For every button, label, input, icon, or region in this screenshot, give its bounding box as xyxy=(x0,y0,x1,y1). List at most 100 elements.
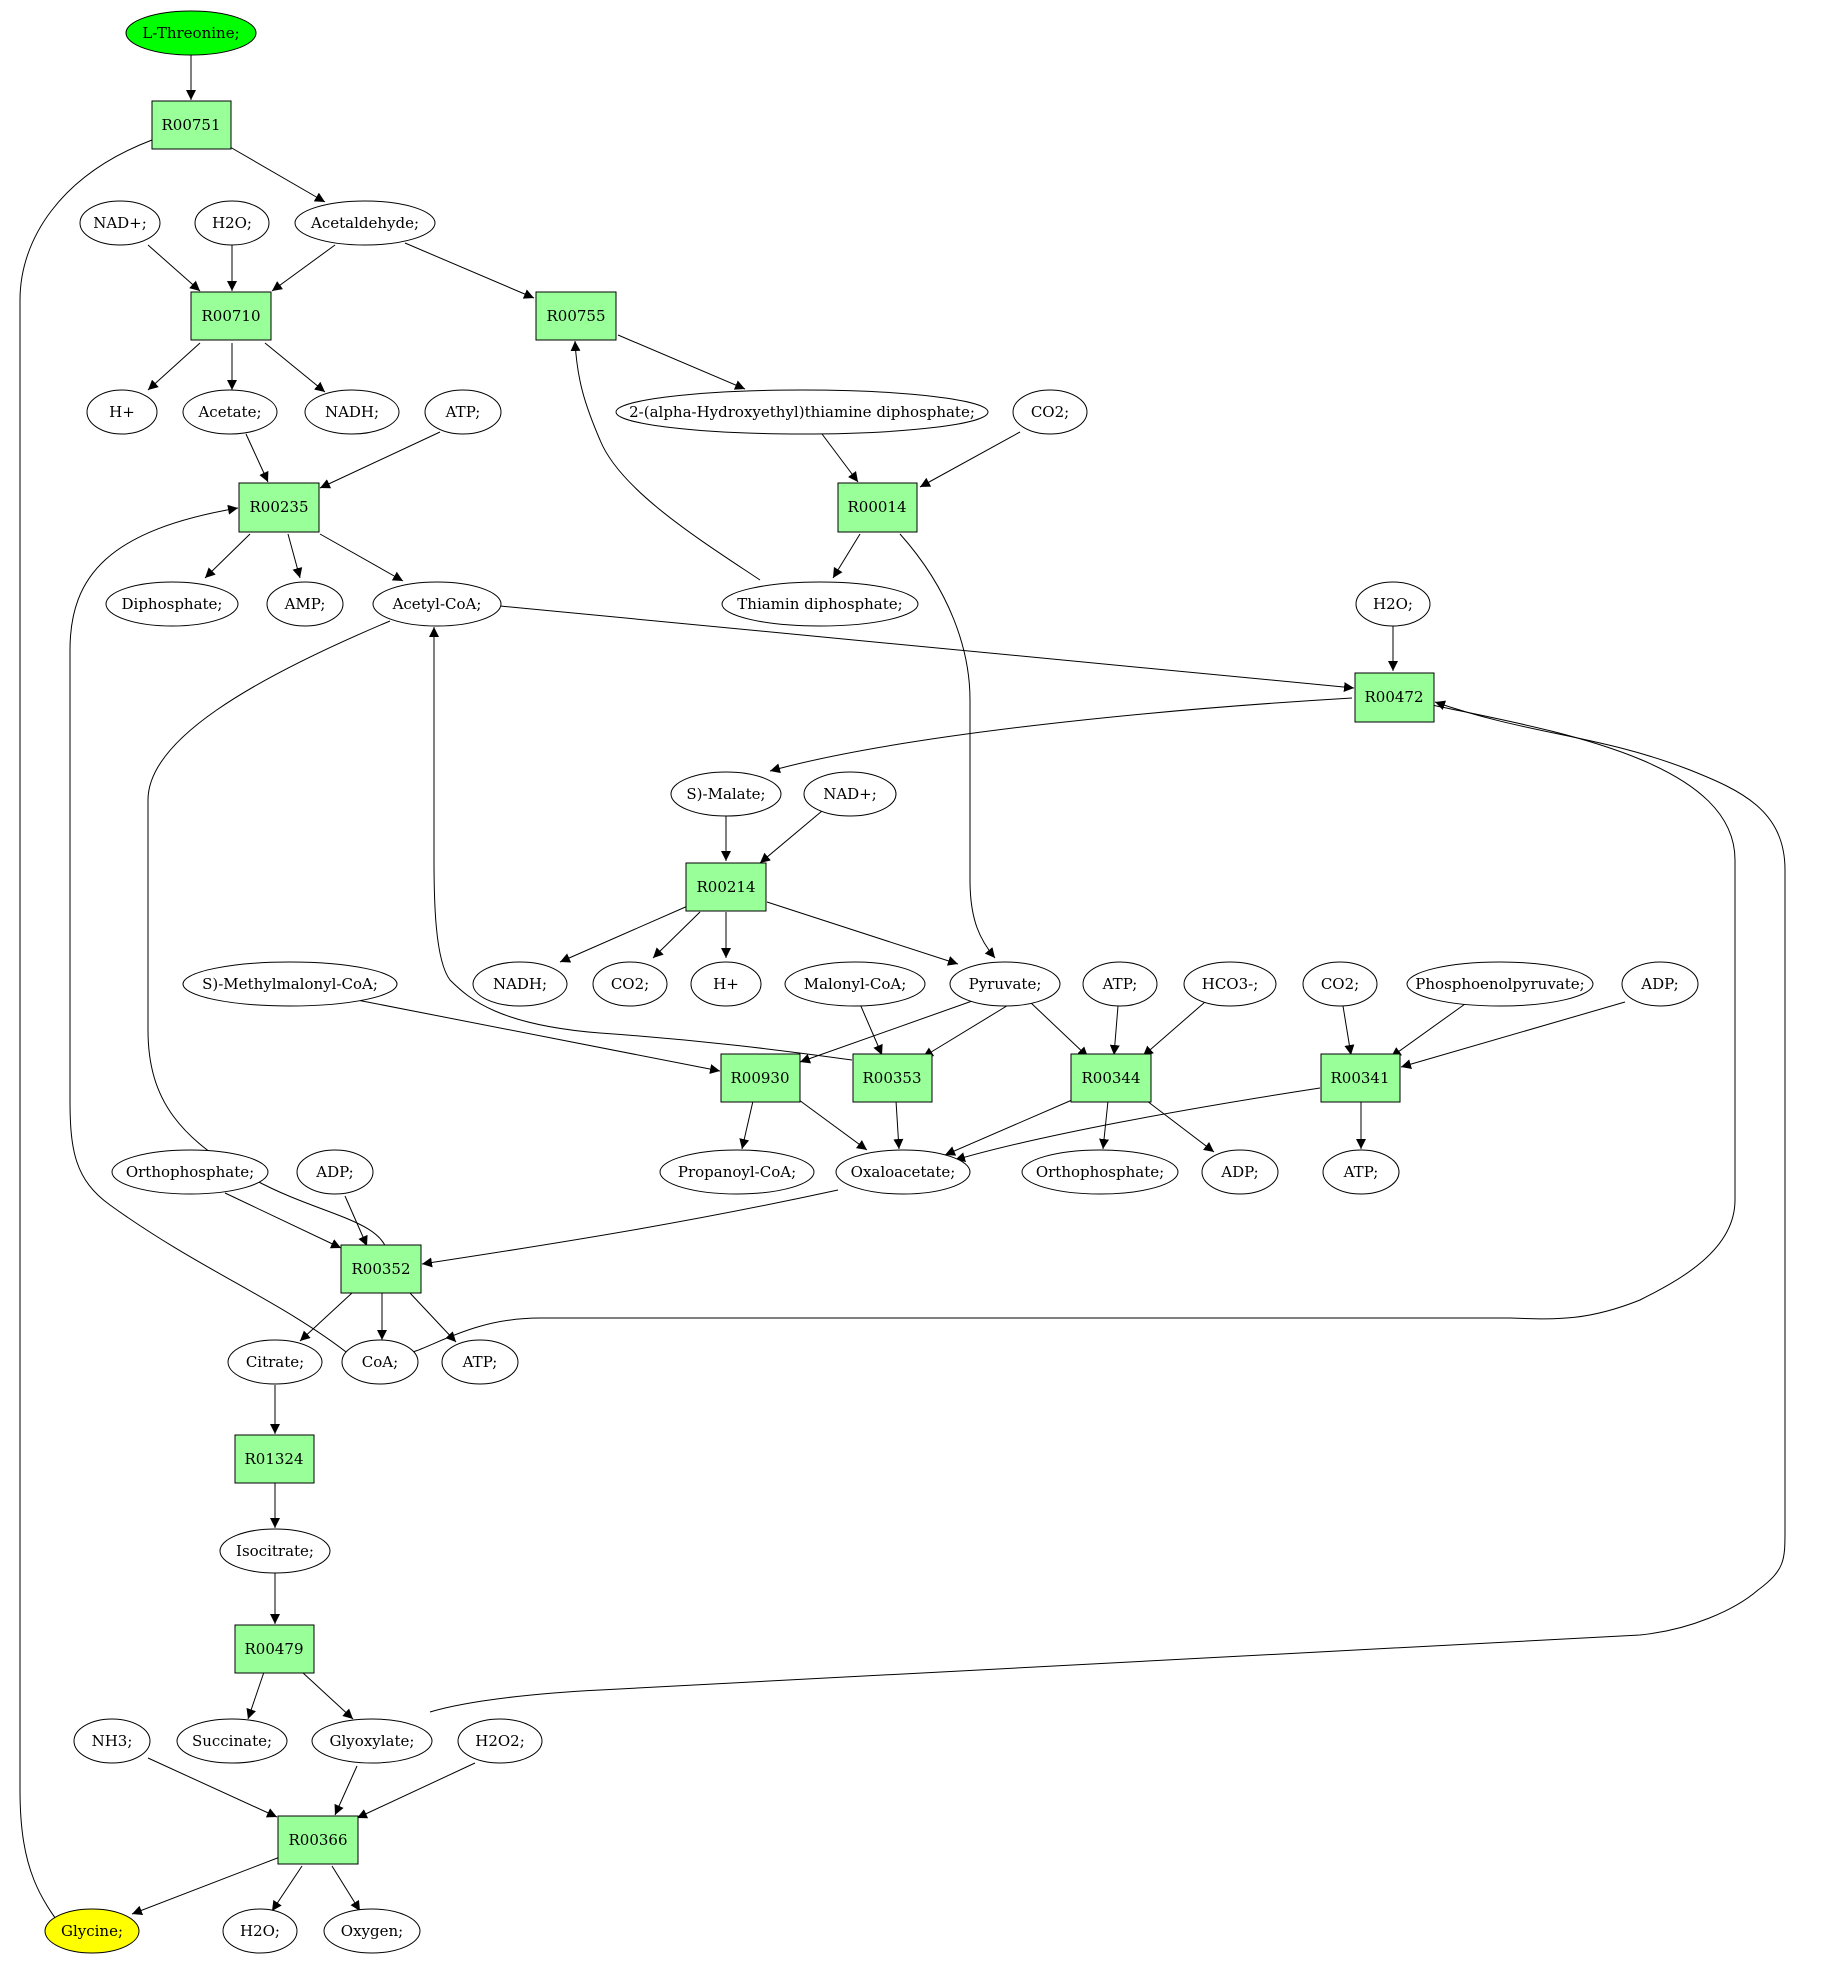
compound-ellipse xyxy=(219,1528,331,1574)
compound-node[interactable]: NADH; xyxy=(304,389,400,435)
edge-R00930-propcoa xyxy=(739,1100,754,1150)
compound-node[interactable]: ATP; xyxy=(1082,961,1158,1007)
compound-node[interactable]: Acetaldehyde; xyxy=(294,200,436,246)
compound-node[interactable]: ATP; xyxy=(1322,1149,1400,1195)
edge-accoa-R00472 xyxy=(499,605,1355,693)
compound-node[interactable]: Oxaloacetate; xyxy=(835,1149,971,1195)
edge-R00353-oaa xyxy=(893,1100,904,1150)
compound-ellipse xyxy=(803,771,897,817)
reaction-node-R00751[interactable]: R00751 xyxy=(151,100,232,150)
compound-label: Phosphoenolpyruvate; xyxy=(1415,975,1584,993)
compound-node[interactable]: ADP; xyxy=(1621,961,1699,1007)
edge-R00214-co2b xyxy=(652,911,701,959)
edge-R00710-hplus1 xyxy=(147,342,201,391)
reaction-node-R00014[interactable]: R00014 xyxy=(837,482,918,533)
compound-node[interactable]: Acetate; xyxy=(182,389,278,435)
compound-node[interactable]: CO2; xyxy=(592,961,668,1007)
compound-node[interactable]: Pyruvate; xyxy=(949,961,1061,1007)
compound-node[interactable]: S)-Malate; xyxy=(670,771,782,817)
reaction-box xyxy=(852,1053,933,1103)
edges xyxy=(19,55,1786,1941)
compound-node[interactable]: CO2; xyxy=(1012,389,1088,435)
compound-node[interactable]: Orthophosphate; xyxy=(111,1149,269,1195)
reaction-node-R00710[interactable]: R00710 xyxy=(190,291,272,341)
compound-node[interactable]: NAD+; xyxy=(79,200,161,246)
reaction-node-R00352[interactable]: R00352 xyxy=(340,1244,422,1294)
compound-node[interactable]: NAD+; xyxy=(803,771,897,817)
compound-node[interactable]: H2O; xyxy=(1355,581,1431,627)
reaction-node-R00214[interactable]: R00214 xyxy=(685,862,767,912)
compound-ellipse xyxy=(1355,581,1431,627)
reaction-node-R00472[interactable]: R00472 xyxy=(1354,672,1435,723)
compound-node[interactable]: NH3; xyxy=(73,1718,151,1764)
compound-label: CO2; xyxy=(1031,403,1069,421)
compound-node[interactable]: H2O; xyxy=(194,200,270,246)
compound-label: ATP; xyxy=(1343,1163,1379,1181)
compound-node[interactable]: ADP; xyxy=(296,1149,374,1195)
compound-node[interactable]: 2-(alpha-Hydroxyethyl)thiamine diphospha… xyxy=(615,389,989,435)
compound-node[interactable]: ADP; xyxy=(1201,1149,1279,1195)
compound-node[interactable]: H2O2; xyxy=(457,1718,543,1764)
compound-node[interactable]: Oxygen; xyxy=(323,1908,421,1954)
compound-node[interactable]: Propanoyl-CoA; xyxy=(659,1149,815,1195)
reaction-node-R00341[interactable]: R00341 xyxy=(1320,1053,1401,1103)
edge-acald-R00710 xyxy=(271,244,336,292)
reaction-nodes: R00751 R00710 R00755 R00235 R00014 R0047… xyxy=(151,100,1435,1865)
start-compound-node[interactable]: L-Threonine; xyxy=(125,10,257,56)
compound-label: S)-Malate; xyxy=(686,785,765,803)
compound-node[interactable]: HCO3-; xyxy=(1183,961,1277,1007)
compound-ellipse xyxy=(659,1149,815,1195)
reaction-label: R00214 xyxy=(696,878,755,896)
reaction-node-R00353[interactable]: R00353 xyxy=(852,1053,933,1103)
edge-R00341-oaa xyxy=(954,1087,1321,1162)
compound-node[interactable]: Malonyl-CoA; xyxy=(784,961,926,1007)
compound-node[interactable]: NADH; xyxy=(472,961,568,1007)
compound-node[interactable]: Phosphoenolpyruvate; xyxy=(1406,961,1594,1007)
compound-ellipse xyxy=(79,200,161,246)
reaction-node-R00366[interactable]: R00366 xyxy=(277,1815,359,1865)
compound-node[interactable]: Orthophosphate; xyxy=(1021,1149,1179,1195)
compound-node[interactable]: H2O; xyxy=(222,1908,298,1954)
edge-R00344-oaa xyxy=(944,1099,1073,1156)
reaction-label: R00472 xyxy=(1364,688,1423,706)
reaction-node-R00344[interactable]: R00344 xyxy=(1070,1053,1152,1103)
compound-node[interactable]: S)-Methylmalonyl-CoA; xyxy=(182,961,398,1007)
compound-node[interactable]: H+ xyxy=(690,961,762,1007)
compound-node[interactable]: CO2; xyxy=(1302,961,1378,1007)
compound-node[interactable]: Diphosphate; xyxy=(105,581,239,627)
edge-R00235-amp xyxy=(287,533,303,579)
edge-pyr-R00353 xyxy=(922,1003,1011,1058)
edge-hco3-R00344 xyxy=(1142,1001,1206,1057)
compound-node[interactable]: Thiamin diphosphate; xyxy=(721,581,919,627)
reaction-node-R00479[interactable]: R00479 xyxy=(234,1624,315,1674)
compound-node[interactable]: CoA; xyxy=(341,1339,419,1385)
compound-node[interactable]: H+ xyxy=(86,389,158,435)
edge-pi2-R00352 xyxy=(224,1192,342,1249)
compound-ellipse xyxy=(372,581,502,627)
compound-ellipse xyxy=(1201,1149,1279,1195)
reaction-node-R00755[interactable]: R00755 xyxy=(535,291,617,341)
end-compound-node[interactable]: Glycine; xyxy=(44,1908,140,1954)
compound-node[interactable]: Glyoxylate; xyxy=(311,1718,433,1764)
reaction-node-R00235[interactable]: R00235 xyxy=(238,482,320,533)
compound-node[interactable]: Isocitrate; xyxy=(219,1528,331,1574)
reaction-node-R00930[interactable]: R00930 xyxy=(720,1053,801,1103)
compound-node[interactable]: Citrate; xyxy=(227,1339,323,1385)
end-compound-ellipse xyxy=(44,1908,140,1954)
compound-node[interactable]: AMP; xyxy=(266,581,344,627)
reaction-node-R01324[interactable]: R01324 xyxy=(234,1434,315,1484)
compound-node[interactable]: ATP; xyxy=(441,1339,519,1385)
edge-oaa-R00352 xyxy=(421,1189,839,1268)
compound-ellipse xyxy=(457,1718,543,1764)
reaction-box xyxy=(535,291,617,341)
compound-node[interactable]: Succinate; xyxy=(176,1718,288,1764)
compound-node[interactable]: Acetyl-CoA; xyxy=(372,581,502,627)
edge-co2a-R00014 xyxy=(919,431,1021,488)
compound-label: Orthophosphate; xyxy=(126,1163,254,1181)
compound-label: NAD+; xyxy=(823,785,877,803)
compound-node[interactable]: ATP; xyxy=(424,389,502,435)
reaction-label: R00341 xyxy=(1330,1069,1389,1087)
compound-label: S)-Methylmalonyl-CoA; xyxy=(202,975,378,993)
reaction-box xyxy=(238,482,320,533)
